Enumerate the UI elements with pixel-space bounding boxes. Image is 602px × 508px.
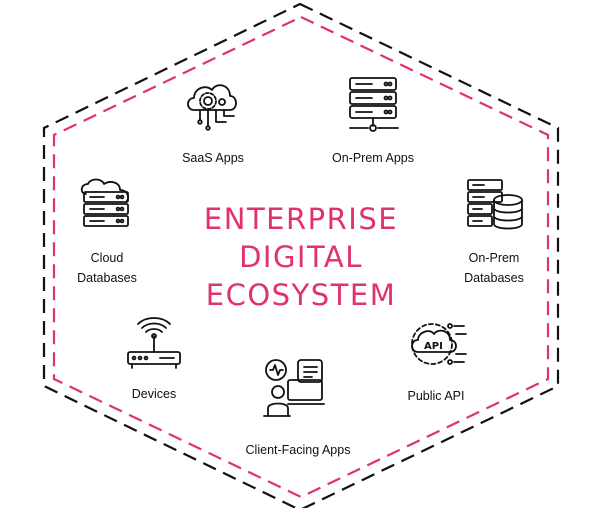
on-prem-apps-label: On-Prem Apps	[332, 151, 414, 165]
title-line-1: ENTERPRISE	[203, 202, 399, 236]
svg-text:API: API	[424, 341, 443, 352]
cloud-gear-icon	[182, 80, 242, 137]
cloud-databases-label-line-2: Databases	[77, 271, 137, 285]
on-prem-databases-label-line-2: Databases	[464, 271, 524, 285]
public-api-label: Public API	[407, 389, 465, 403]
person-dashboard-icon	[262, 356, 328, 425]
api-cloud-icon: API	[404, 316, 468, 377]
server-database-icon	[466, 178, 526, 239]
saas-apps-label: SaaS Apps	[182, 151, 244, 165]
title-line-2: DIGITAL	[239, 240, 363, 274]
server-rack-icon	[346, 76, 402, 139]
title-line-3: ECOSYSTEM	[205, 278, 397, 312]
router-icon	[124, 314, 184, 375]
inner-hexagon-dashed	[52, 15, 550, 499]
outer-hexagon-dashed	[42, 2, 560, 508]
cloud-server-icon	[76, 178, 136, 241]
client-facing-apps-label: Client-Facing Apps	[245, 443, 351, 457]
on-prem-databases-label-line-1: On-Prem	[468, 251, 520, 265]
devices-label: Devices	[131, 387, 177, 401]
cloud-databases-label-line-1: Cloud	[90, 251, 124, 265]
